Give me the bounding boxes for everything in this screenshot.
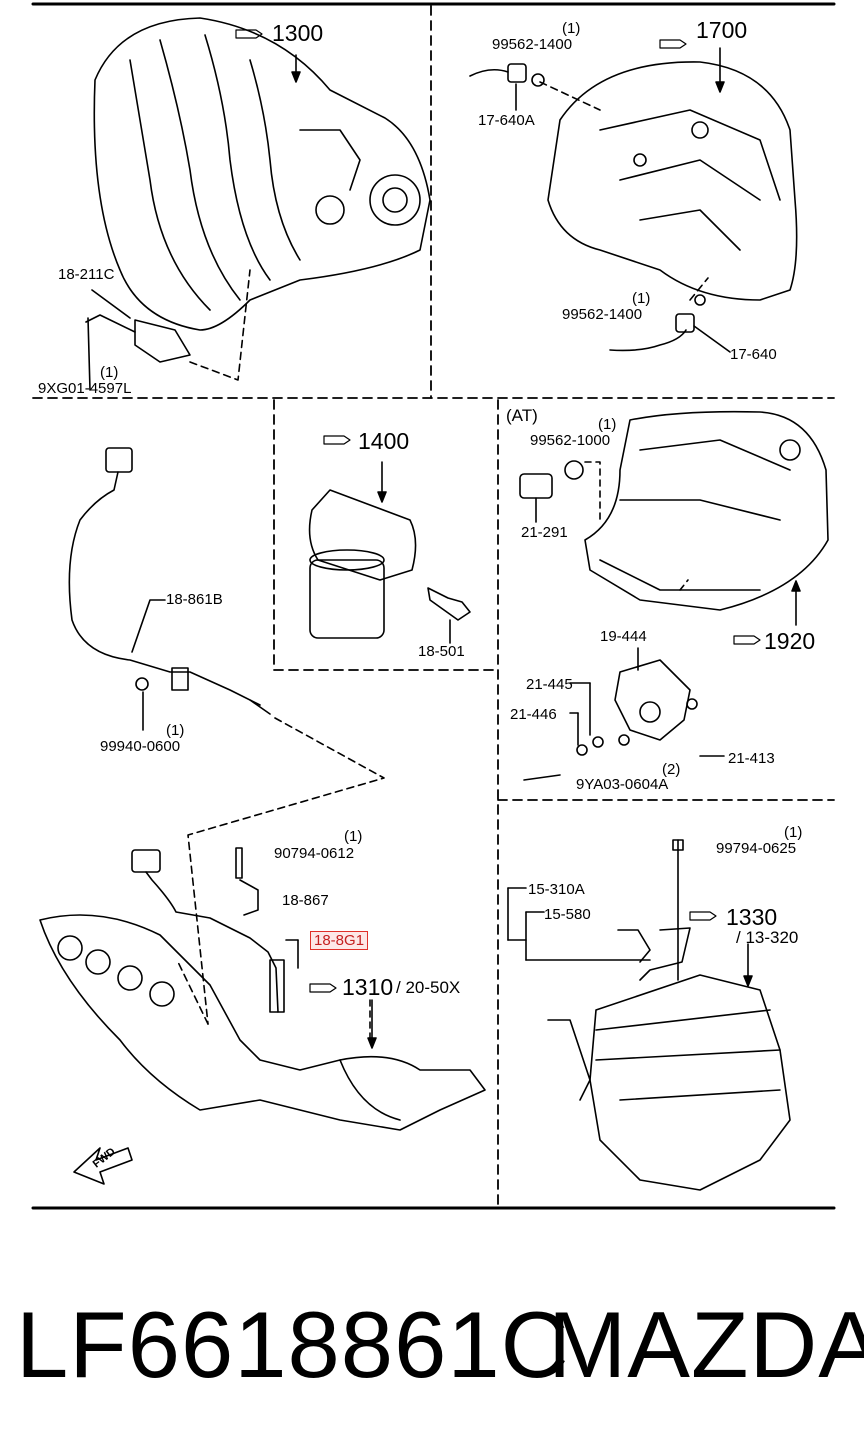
part-label: 18-861B <box>166 591 223 608</box>
quantity-label: (1) <box>344 828 363 845</box>
part-label: 18-501 <box>418 643 465 660</box>
ref-1400: 1400 <box>358 428 410 454</box>
part-label: 21-291 <box>521 524 568 541</box>
part-label: 9XG01-4597L <box>38 380 132 397</box>
ref-suffix: / 20-50X <box>396 978 461 997</box>
ref-1920: 1920 <box>764 628 816 654</box>
quantity-label: (1) <box>632 290 651 307</box>
oil-filter <box>308 435 471 644</box>
part-label: 99562-1400 <box>562 306 643 323</box>
part-label: 18-867 <box>282 892 329 909</box>
quantity-label: (2) <box>662 761 681 778</box>
part-label: 19-444 <box>600 628 647 645</box>
part-label: 21-446 <box>510 706 557 723</box>
ref-1310: 1310 <box>342 974 394 1000</box>
part-label: 99940-0600 <box>100 738 181 755</box>
quantity-label: (1) <box>598 416 617 433</box>
quantity-label: (1) <box>784 824 803 841</box>
part-label: 17-640A <box>478 112 535 129</box>
quantity-label: (1) <box>166 722 185 739</box>
at-title: (AT) <box>506 406 538 425</box>
part-label: 15-310A <box>528 881 585 898</box>
part-label: 90794-0612 <box>274 845 355 862</box>
oxygen-sensor-harness <box>68 447 385 1025</box>
quantity-label: (1) <box>562 20 581 37</box>
intake-manifold <box>85 17 431 391</box>
part-number: LF6618861C <box>16 1292 570 1397</box>
part-label: 99562-1000 <box>530 432 611 449</box>
ref-1300: 1300 <box>272 20 324 46</box>
part-label: 99562-1400 <box>492 36 573 53</box>
part-label: 18-211C <box>58 266 115 283</box>
transaxle-case <box>469 39 798 353</box>
automatic-transaxle <box>519 410 829 781</box>
exhaust-manifold <box>39 847 486 1185</box>
part-label: 21-445 <box>526 676 573 693</box>
part-label: 9YA03-0604A <box>576 776 669 793</box>
ref-suffix: / 13-320 <box>736 928 799 947</box>
ref-1330: 1330 <box>726 904 778 930</box>
ref-1700: 1700 <box>696 17 748 43</box>
part-label: 21-413 <box>728 750 775 767</box>
highlighted-part-label[interactable]: 18-8G1 <box>310 931 369 950</box>
part-label: 17-640 <box>730 346 777 363</box>
brand-name: MAZDA <box>548 1292 864 1397</box>
quantity-label: (1) <box>100 364 119 381</box>
part-label: 99794-0625 <box>716 840 797 857</box>
air-cleaner <box>507 839 791 1191</box>
part-label: 15-580 <box>544 906 591 923</box>
